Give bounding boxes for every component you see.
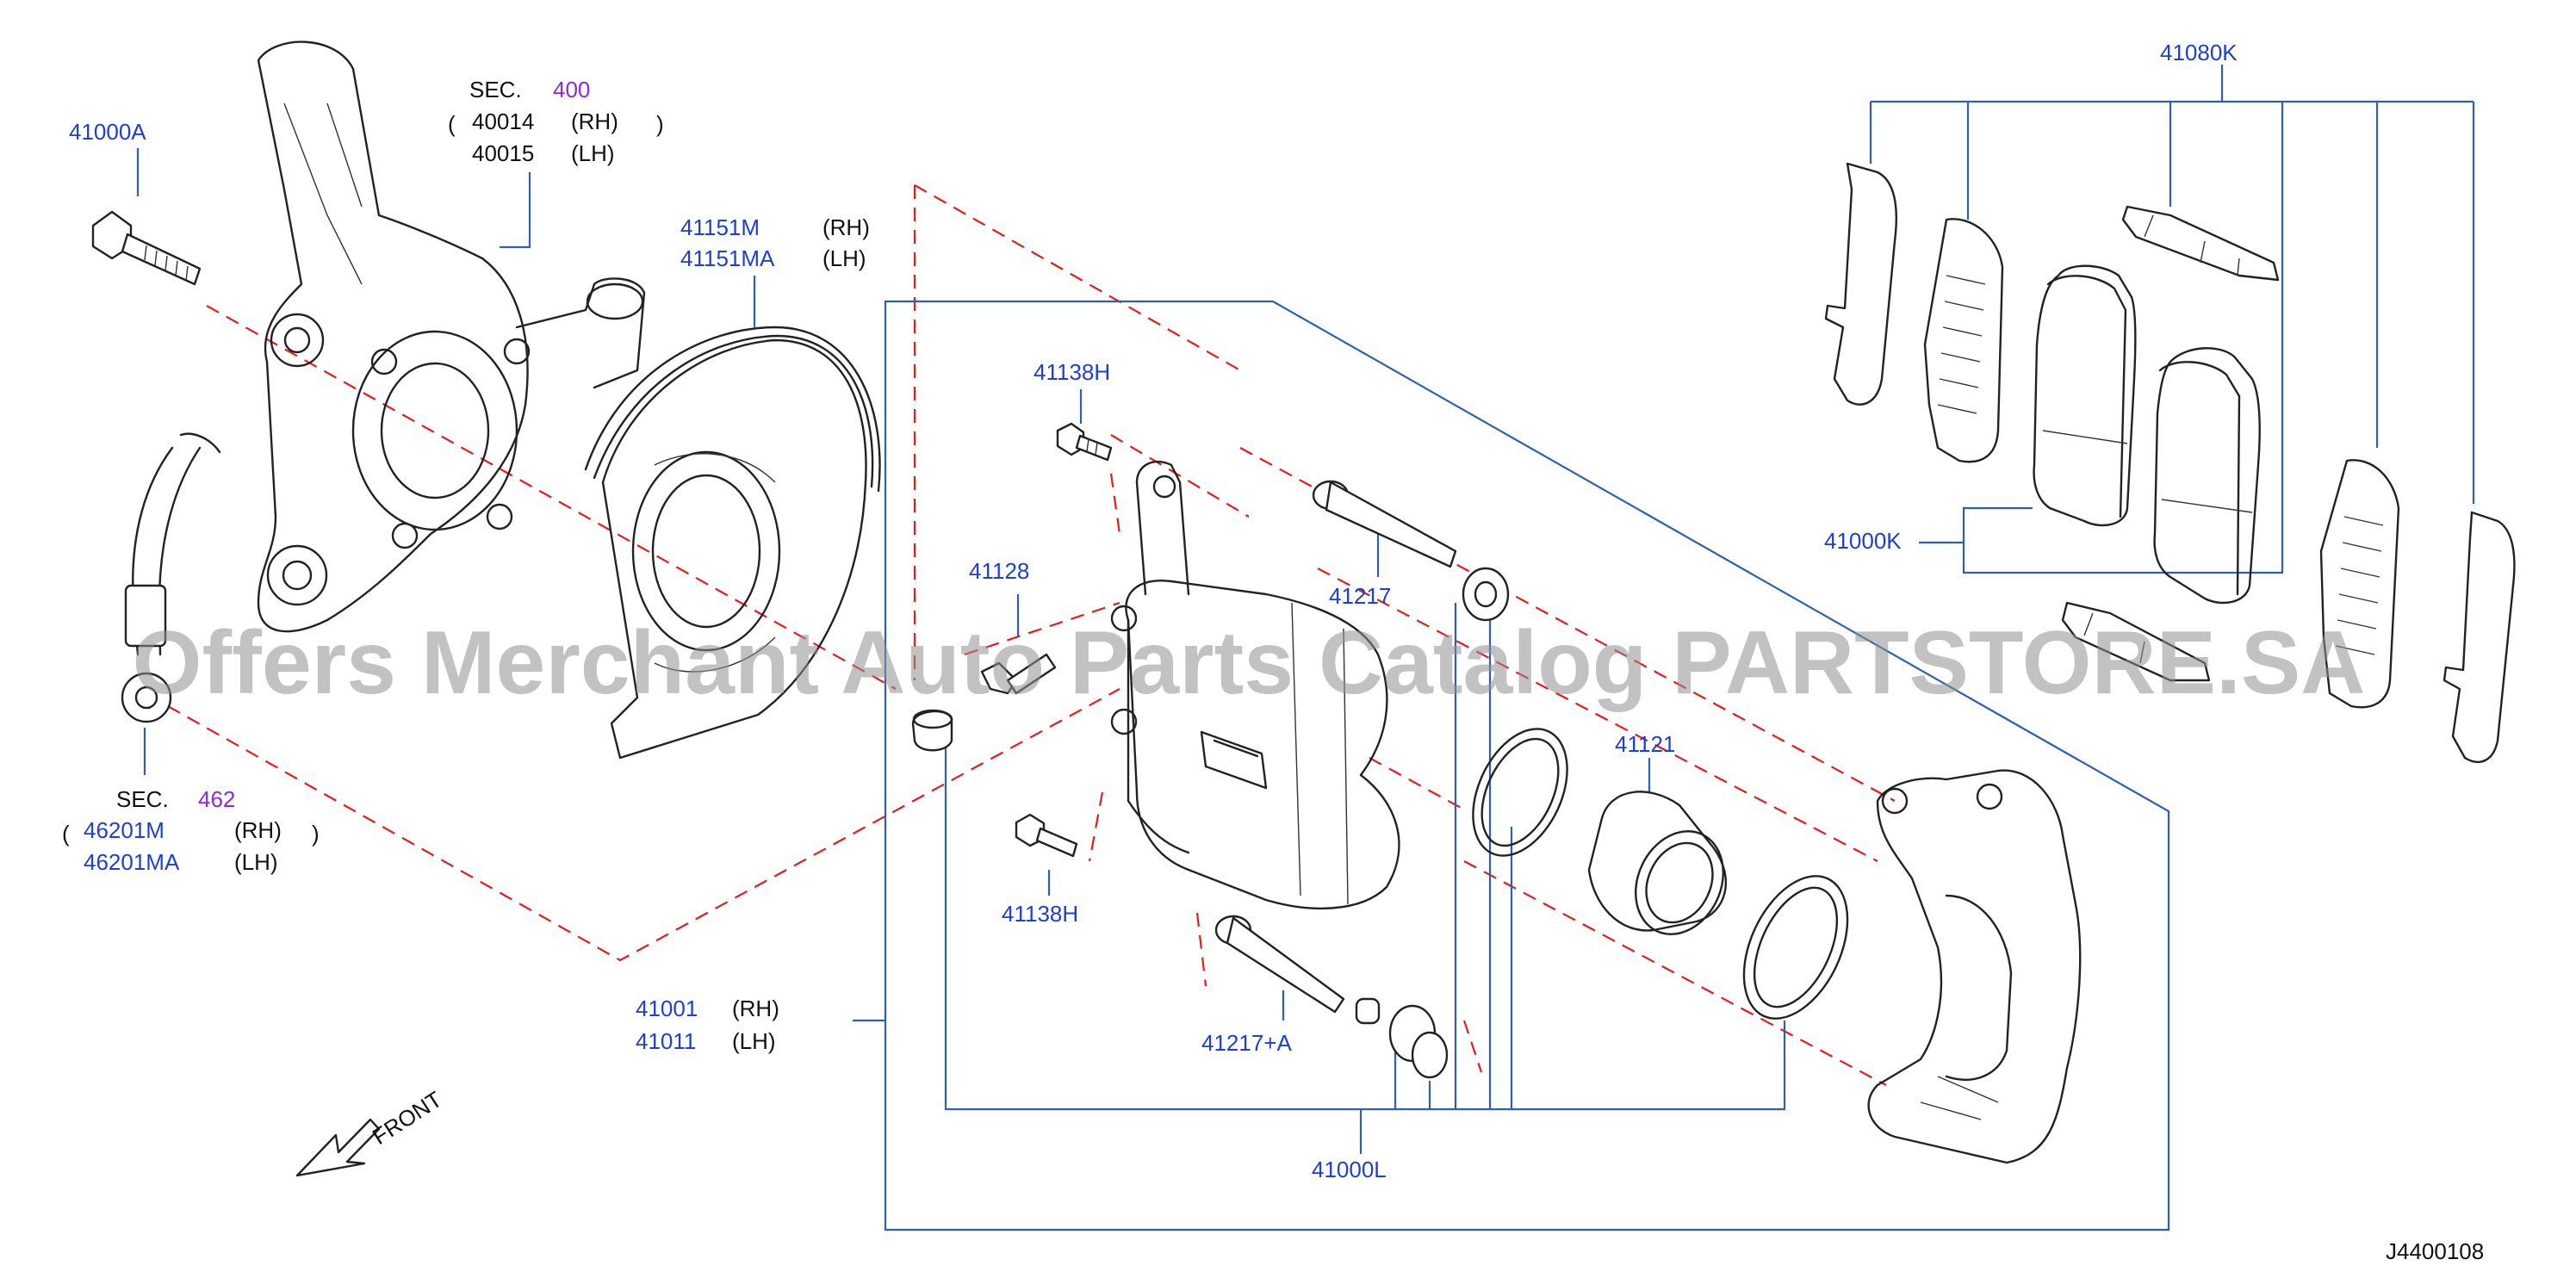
label-caliper-rh[interactable]: 41001: [636, 996, 698, 1021]
pad-shim-outer-1: [1824, 162, 1897, 406]
pad-clip-top: [2121, 205, 2280, 282]
label-hub-bolt[interactable]: 41000A: [69, 119, 146, 145]
pad-clip-bottom: [2061, 601, 2211, 682]
label-guide-pin-upper[interactable]: 41217: [1329, 583, 1391, 609]
label-piston[interactable]: 41121: [1615, 731, 1675, 757]
label-baffle-lh[interactable]: 41151MA: [680, 245, 775, 271]
piston-assembly: [1472, 728, 1849, 1020]
guide-pin-lower: [1214, 915, 1449, 1079]
hub-bolt: [91, 210, 202, 286]
label-knuckle-lh-side: (LH): [571, 140, 615, 166]
watermark-text: Offers Merchant Auto Parts Catalog PARTS…: [133, 613, 2366, 713]
label-pad-kit[interactable]: 41080K: [2160, 40, 2238, 65]
label-caliper-rh-side: (RH): [732, 996, 779, 1021]
label-caliper-bolt-bottom[interactable]: 41138H: [1002, 901, 1078, 927]
label-hose-rh-side: (RH): [234, 817, 282, 843]
diagram-code: J4400108: [2386, 1238, 2484, 1264]
label-baffle-lh-side: (LH): [822, 245, 866, 271]
label-baffle-rh-side: (RH): [822, 214, 870, 240]
label-sec-462: SEC.: [116, 786, 169, 812]
label-knuckle-lh: 40015: [472, 140, 534, 166]
bleeder-screw: [911, 653, 1057, 752]
label-caliper-lh-side: (LH): [732, 1028, 776, 1054]
label-hose-rh[interactable]: 46201M: [84, 817, 164, 843]
link-sec-400[interactable]: 400: [553, 77, 590, 102]
paren-open-hose: (: [62, 821, 70, 847]
label-hose-lh[interactable]: 46201MA: [84, 849, 180, 875]
label-hose-lh-side: (LH): [234, 849, 278, 875]
brake-pad-1: [2033, 264, 2137, 527]
caliper-body: [1110, 460, 1400, 909]
pad-shim-inner-1: [1923, 218, 2004, 463]
label-guide-pin-lower[interactable]: 41217+A: [1201, 1030, 1292, 1056]
label-bleeder[interactable]: 41128: [969, 558, 1029, 584]
brake-pad-2: [2153, 347, 2261, 605]
link-sec-462[interactable]: 462: [198, 786, 235, 812]
label-knuckle-rh-side: (RH): [571, 109, 618, 134]
brake-hose: [121, 432, 221, 723]
paren-open-knuckle: (: [448, 111, 456, 137]
label-baffle-rh[interactable]: 41151M: [680, 214, 760, 240]
callout-lines: [136, 65, 2475, 1231]
caliper-bolt-bottom: [1015, 813, 1078, 858]
label-knuckle-rh: 40014: [472, 109, 534, 134]
label-sec-400: SEC.: [469, 77, 522, 102]
steering-knuckle: [257, 40, 646, 633]
label-pad-set[interactable]: 41000K: [1824, 528, 1902, 554]
front-arrow: [295, 1118, 381, 1177]
caliper-support: [1867, 769, 2082, 1164]
paren-close-knuckle: ): [656, 111, 664, 137]
label-front: FRONT: [368, 1086, 447, 1150]
label-caliper-lh[interactable]: 41011: [636, 1028, 696, 1054]
pad-shim-outer-2: [2443, 511, 2516, 763]
label-caliper-bolt-top[interactable]: 41138H: [1034, 359, 1110, 385]
caliper-bolt-top: [1056, 422, 1113, 462]
baffle-plate: [584, 326, 881, 760]
label-seal-kit[interactable]: 41000L: [1312, 1157, 1387, 1182]
pad-shim-inner-2: [2319, 459, 2400, 709]
paren-close-hose: ): [312, 821, 320, 847]
guide-pin-upper: [1312, 480, 1510, 622]
